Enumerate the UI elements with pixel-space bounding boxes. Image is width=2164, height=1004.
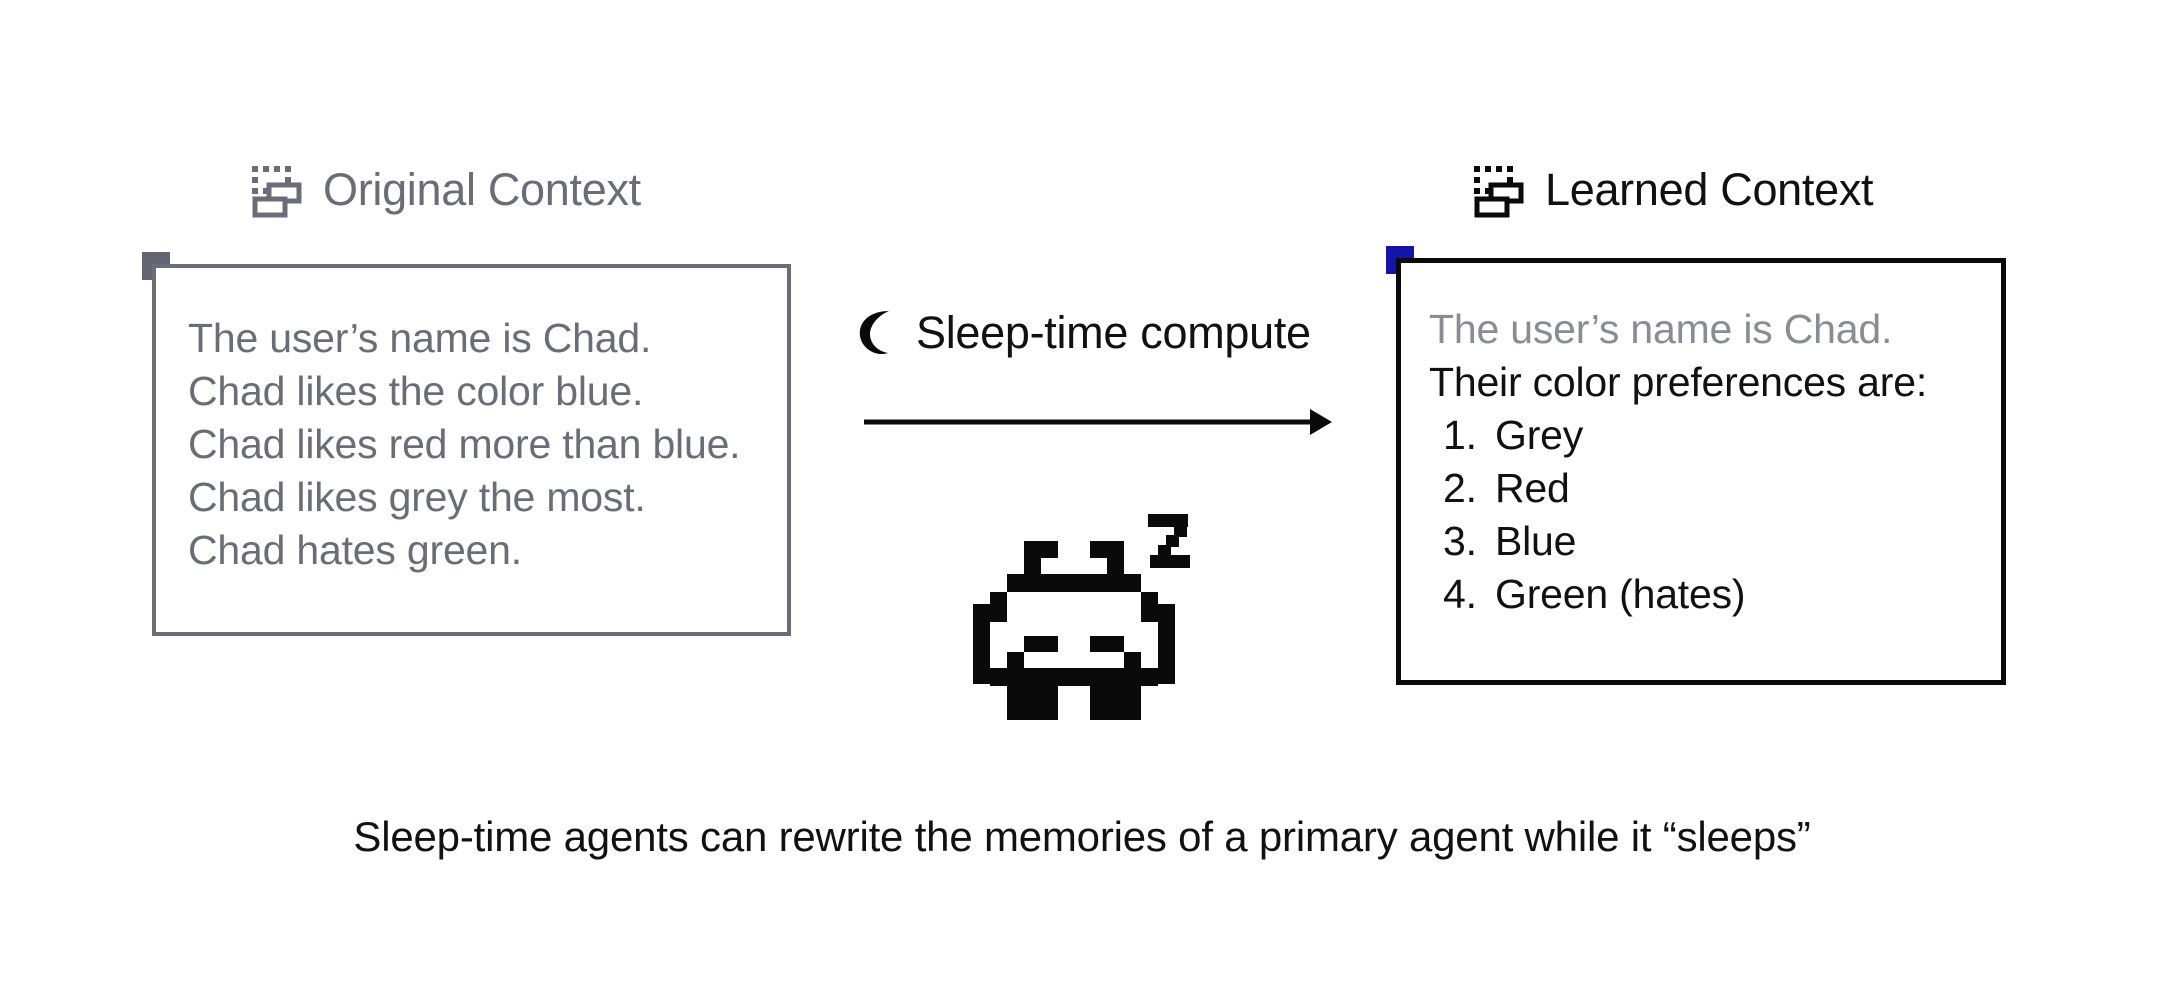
context-line: Chad likes red more than blue. bbox=[188, 421, 741, 467]
list-item-label: Green (hates) bbox=[1495, 571, 1746, 617]
original-context-header: Original Context bbox=[243, 158, 641, 220]
learned-context-header: Learned Context bbox=[1465, 158, 1874, 220]
list-item-number: 1. bbox=[1443, 412, 1477, 458]
context-line: The user’s name is Chad. bbox=[188, 315, 652, 361]
context-line-muted: The user’s name is Chad. bbox=[1429, 306, 1893, 352]
original-context-lines: The user’s name is Chad. Chad likes the … bbox=[188, 312, 777, 577]
original-context-title: Original Context bbox=[323, 163, 641, 215]
context-stack-icon bbox=[1465, 158, 1527, 220]
figure-caption: Sleep-time agents can rewrite the memori… bbox=[353, 813, 1811, 860]
list-item: 3. Blue bbox=[1429, 515, 1991, 568]
learned-context-lines: The user’s name is Chad. Their color pre… bbox=[1429, 303, 1991, 621]
context-stack-icon bbox=[243, 158, 305, 220]
context-line-intro: Their color preferences are: bbox=[1429, 359, 1928, 405]
list-item-label: Blue bbox=[1495, 518, 1577, 564]
list-item-label: Grey bbox=[1495, 412, 1584, 458]
sleep-time-compute-text: Sleep-time compute bbox=[916, 306, 1311, 358]
context-line: Chad likes grey the most. bbox=[188, 474, 646, 520]
list-item: 2. Red bbox=[1429, 462, 1991, 515]
learned-context-title: Learned Context bbox=[1545, 163, 1874, 215]
sleep-time-compute-label: Sleep-time compute bbox=[856, 308, 1311, 356]
learned-context-box: The user’s name is Chad. Their color pre… bbox=[1396, 258, 2006, 685]
list-item-label: Red bbox=[1495, 465, 1570, 511]
crescent-moon-icon bbox=[856, 308, 900, 356]
color-preference-list: 1. Grey 2. Red 3. Blue 4. Green (hates) bbox=[1429, 409, 1991, 621]
list-item: 4. Green (hates) bbox=[1429, 568, 1991, 621]
list-item: 1. Grey bbox=[1429, 409, 1991, 462]
context-line: Chad hates green. bbox=[188, 527, 522, 573]
right-arrow-icon bbox=[862, 402, 1337, 442]
list-item-number: 3. bbox=[1443, 518, 1477, 564]
list-item-number: 4. bbox=[1443, 571, 1477, 617]
sleeping-space-invader-icon bbox=[962, 508, 1192, 720]
original-context-box: The user’s name is Chad. Chad likes the … bbox=[152, 264, 791, 636]
context-line: Chad likes the color blue. bbox=[188, 368, 644, 414]
list-item-number: 2. bbox=[1443, 465, 1477, 511]
